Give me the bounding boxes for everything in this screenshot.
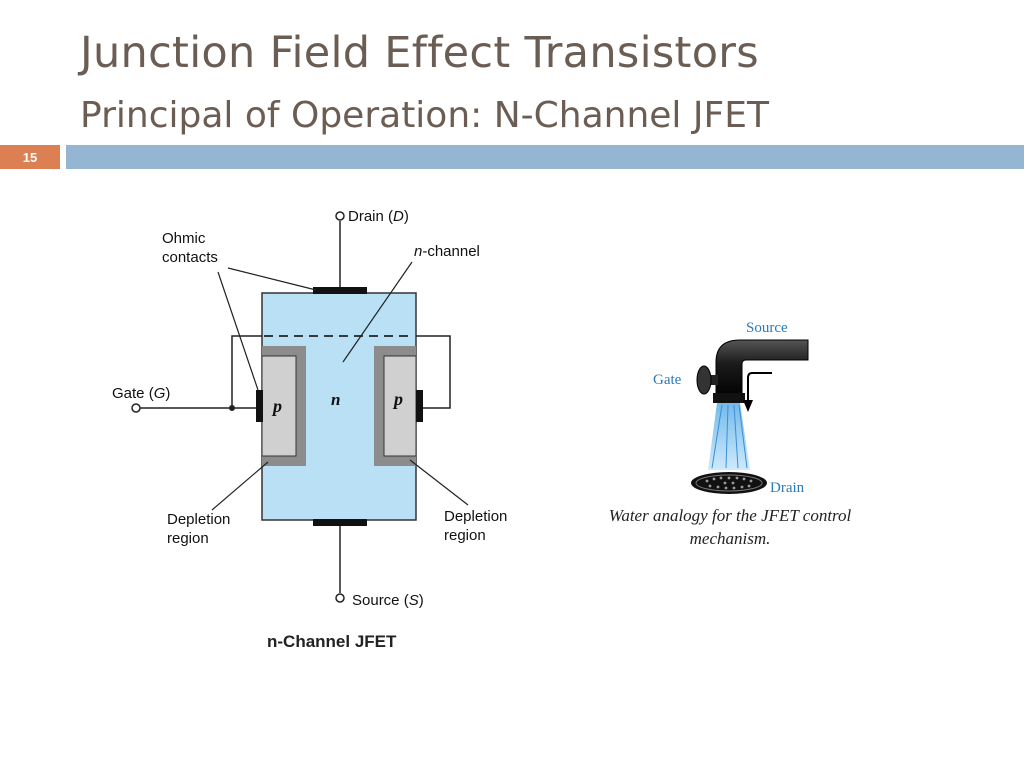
gate-junction-dot [229,405,235,411]
grate-hole [716,485,720,489]
gate-label: Gate (G) [112,385,170,402]
grate-hole [749,479,753,483]
grate-hole [719,476,723,480]
water-streak-4 [738,404,748,469]
drain-grate-holes [705,476,753,490]
water-caption-line2: mechanism. [690,529,771,548]
n-channel-label: n-channel [414,243,480,260]
jfet-caption: n-Channel JFET [267,632,397,651]
flow-arrowhead-icon [743,400,753,412]
faucet-outlet [713,393,745,403]
faucet-pipe-icon [715,339,809,399]
ohmic-label-line1: Ohmic [162,230,206,247]
water-gate-label: Gate [653,372,682,388]
ohmic-leader-1 [227,267,317,291]
drain-terminal [335,211,345,221]
water-source-label: Source [746,320,788,336]
water-streak-2 [725,404,729,469]
left-gate-contact [256,390,263,422]
drain-label: Drain (D) [348,208,409,225]
n-channel-leader [342,261,413,363]
water-drain-label: Drain [770,480,805,496]
gate-wire-right [416,335,451,409]
depletion-right-line2: region [444,527,486,544]
drain-grate-icon [691,472,767,494]
water-stream [708,403,750,470]
grate-hole [747,484,751,488]
source-terminal [335,593,345,603]
grate-hole [724,486,728,490]
left-p-region [261,355,297,457]
p-label-left: p [271,396,282,416]
right-gate-contact [416,390,423,422]
source-label: Source (S) [352,592,424,609]
grate-hole [731,481,735,485]
gate-wire [231,335,262,408]
grate-hole [727,476,731,480]
water-caption-line1: Water analogy for the JFET control [609,506,852,525]
ohmic-label-line2: contacts [162,249,218,266]
drain-grate-inner [695,474,763,492]
grate-hole [735,476,739,480]
grate-hole [742,477,746,481]
slide-number: 15 [0,145,60,169]
water-streak-3 [733,404,739,469]
flow-arrow-icon [747,372,772,402]
slide-subtitle: Principal of Operation: N-Channel JFET [80,95,769,136]
grate-hole [705,479,709,483]
depletion-right-line1: Depletion [444,508,507,525]
depletion-right-leader [409,459,469,506]
jfet-diagram: p n p Drain (D) Source (S) Gate (G) Ohmi… [112,208,507,651]
grate-hole [708,484,712,488]
depletion-left-leader [211,461,269,511]
n-label: n [331,390,340,409]
header-accent-bar [66,145,1024,169]
depletion-left-line1: Depletion [167,511,230,528]
right-p-region [383,355,417,457]
grate-hole [732,486,736,490]
grate-hole [712,477,716,481]
ohmic-leader-2 [217,271,259,391]
grate-hole [723,481,727,485]
slide-title: Junction Field Effect Transistors [80,28,759,78]
water-streak-1 [711,404,723,469]
grate-hole [740,485,744,489]
gate-terminal [131,403,141,413]
gate-knob-icon [696,365,712,395]
p-label-right: p [392,389,403,409]
source-contact [313,519,367,526]
depletion-left-line2: region [167,530,209,547]
drain-contact [313,287,367,294]
water-analogy-figure: Source Gate Drain Water analogy for the … [609,320,852,548]
